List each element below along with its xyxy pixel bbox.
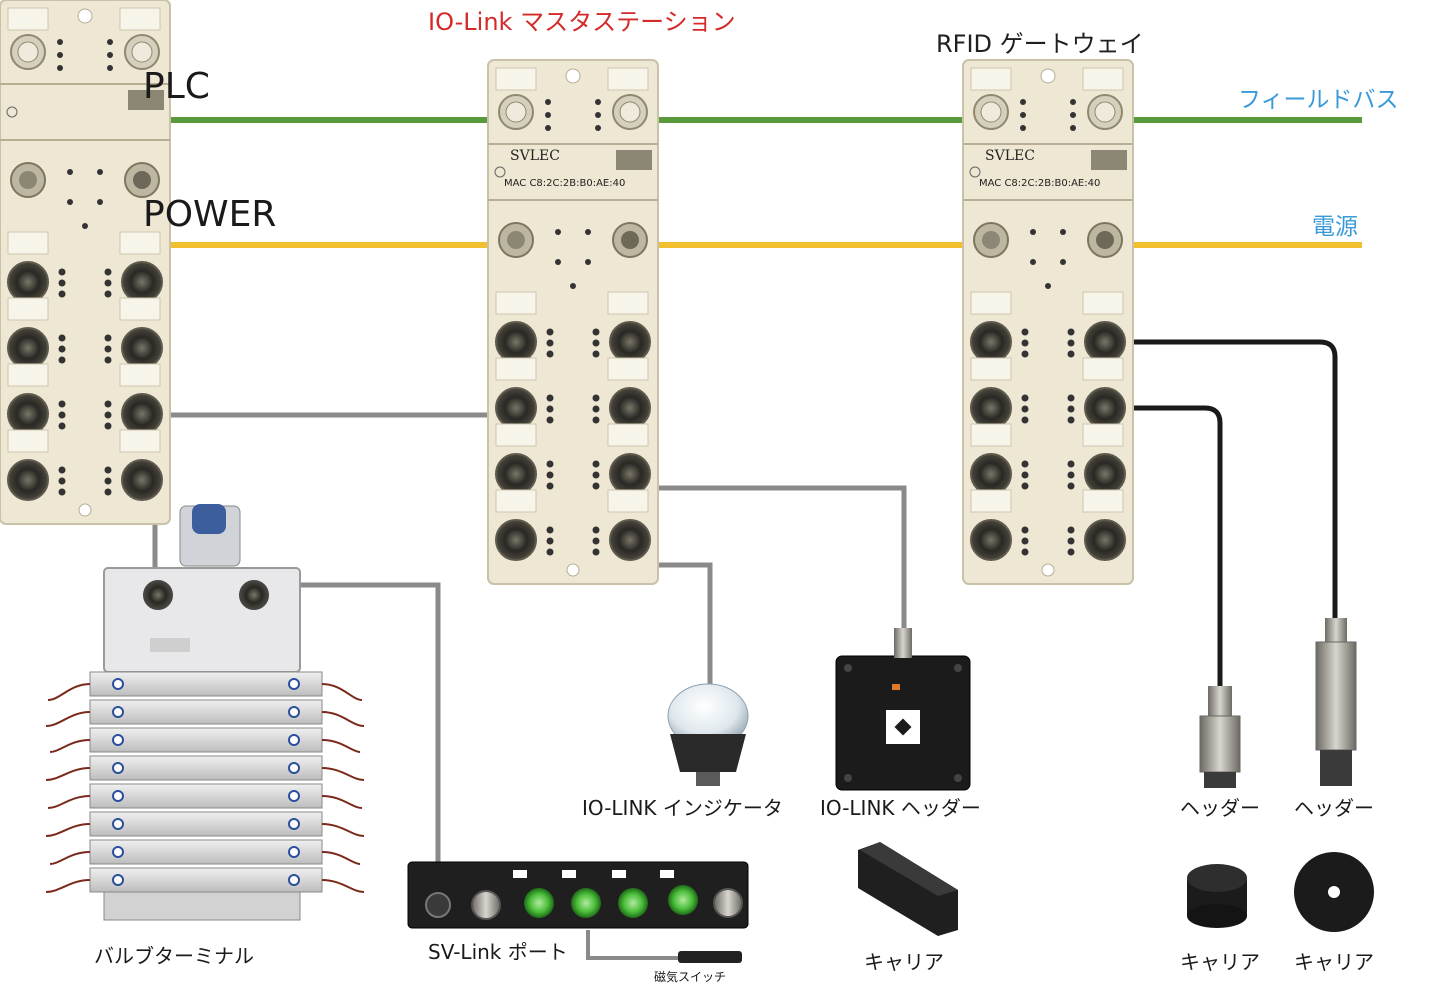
header-right-label: ヘッダー bbox=[1294, 796, 1374, 820]
header-left-label: ヘッダー bbox=[1180, 796, 1260, 820]
carrier-bracket-image bbox=[858, 842, 958, 936]
cable-magnetic-switch bbox=[586, 930, 680, 960]
valve-terminal-image bbox=[45, 504, 365, 921]
carrier-disc-label: キャリア bbox=[1294, 950, 1374, 974]
io-module-template bbox=[0, 0, 171, 525]
cable-indicator bbox=[658, 562, 713, 688]
gateway-brand-text: SVLEC bbox=[985, 148, 1035, 164]
carrier-puck-image bbox=[1187, 864, 1247, 928]
io-link-header-label: IO-LINK ヘッダー bbox=[820, 796, 981, 820]
cable-io-link-header bbox=[658, 485, 907, 628]
power-bus-label: POWER bbox=[143, 194, 277, 235]
carrier-puck-label: キャリア bbox=[1180, 950, 1260, 974]
io-link-indicator-image bbox=[667, 683, 749, 786]
carrier-bracket-label: キャリア bbox=[864, 950, 944, 974]
header-right-image bbox=[1315, 618, 1357, 786]
valve-terminal-label: バルブターミナル bbox=[94, 944, 254, 968]
cable-header-right bbox=[1133, 339, 1338, 618]
fieldbus-label: フィールドバス bbox=[1238, 87, 1399, 113]
sv-link-port-label: SV-Link ポート bbox=[428, 940, 568, 964]
master-mac-text: MAC C8:2C:2B:B0:AE:40 bbox=[504, 178, 626, 189]
cable-sv-link bbox=[268, 582, 441, 862]
io-link-header-image bbox=[835, 628, 971, 791]
master-brand-text: SVLEC bbox=[510, 148, 560, 164]
plc-bus-label: PLC bbox=[143, 66, 210, 107]
cable-header-left bbox=[1133, 405, 1223, 686]
header-left-image bbox=[1199, 686, 1241, 788]
rfid-gateway-title: RFID ゲートウェイ bbox=[936, 30, 1144, 58]
gateway-mac-text: MAC C8:2C:2B:B0:AE:40 bbox=[979, 178, 1101, 189]
io-link-indicator-label: IO-LINK インジケータ bbox=[582, 796, 783, 820]
carrier-disc-image bbox=[1294, 852, 1374, 932]
power-supply-label: 電源 bbox=[1312, 214, 1358, 240]
sv-link-port-image bbox=[407, 861, 749, 929]
magnetic-switch-image bbox=[678, 951, 742, 963]
magnetic-switch-label: 磁気スイッチ bbox=[654, 970, 727, 984]
master-station-title: IO-Link マスタステーション bbox=[428, 8, 736, 36]
